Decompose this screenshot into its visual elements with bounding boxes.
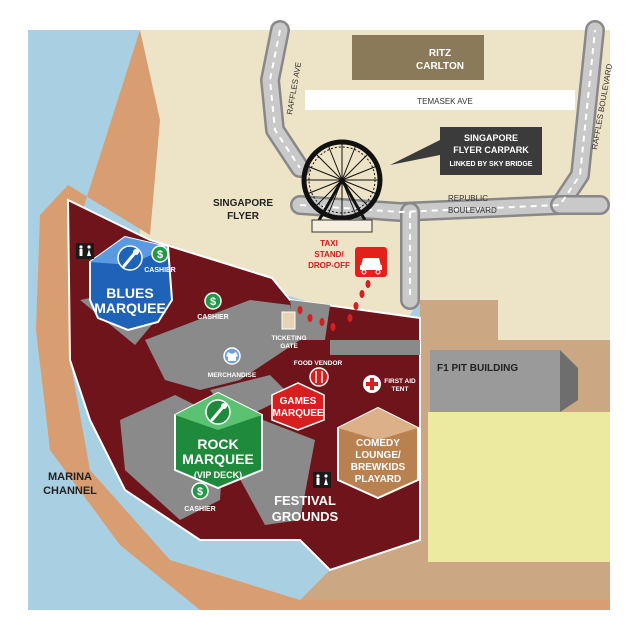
cashier-2-label: CASHIER <box>197 314 229 321</box>
carpark-pointer <box>390 140 440 165</box>
taxi-label-1: TAXI <box>320 239 338 248</box>
dollar-icon <box>151 245 169 263</box>
cashier-2: $ CASHIER <box>197 292 229 321</box>
flyer-label-1: SINGAPORE <box>213 198 273 209</box>
rock-label-2: MARQUEE <box>182 451 254 467</box>
dollar-icon <box>191 482 209 500</box>
republic-boulevard-label-2: BOULEVARD <box>448 206 497 215</box>
ritz-carlton-building <box>352 35 484 80</box>
republic-boulevard-label-1: REPUBLIC <box>448 194 488 203</box>
carpark-label-1: SINGAPORE <box>464 133 518 143</box>
carpark-label-3: LINKED BY SKY BRIDGE <box>450 161 533 168</box>
flyer-label-2: FLYER <box>227 211 260 222</box>
festival-grounds-label-2: GROUNDS <box>272 509 339 524</box>
ritz-label-2: CARLTON <box>416 61 464 72</box>
comedy-label-2: LOUNGE/ <box>355 450 401 461</box>
rock-label-3: (VIP DECK) <box>194 470 242 480</box>
food-vendor-label: FOOD VENDOR <box>294 360 343 367</box>
f1-pit-label: F1 PIT BUILDING <box>437 363 518 374</box>
first-aid-label-1: FIRST AID <box>384 378 416 385</box>
ticketing-label-2: GATE <box>280 343 298 350</box>
comedy-label-4: PLAYARD <box>355 474 402 485</box>
blues-label-2: MARQUEE <box>94 300 166 316</box>
ticketing-gate: TICKETING GATE <box>271 311 307 350</box>
dollar-icon <box>204 292 222 310</box>
cashier-1-label: CASHIER <box>144 267 176 274</box>
comedy-label-3: BREWKIDS <box>351 462 406 473</box>
marina-channel-label-2: CHANNEL <box>43 485 97 497</box>
svg-text:$: $ <box>210 296 216 308</box>
merchandise: MERCHANDISE <box>208 347 257 379</box>
taxi-label-3: DROP-OFF <box>308 261 350 270</box>
blues-marquee: BLUES MARQUEE <box>89 235 174 332</box>
temasek-ave <box>305 90 575 110</box>
green-field <box>428 412 610 562</box>
blues-label-1: BLUES <box>106 285 153 301</box>
festival-grounds-label-1: FESTIVAL <box>274 493 336 508</box>
toilet-icon <box>313 472 331 488</box>
cashier-1: $ CASHIER <box>144 245 176 274</box>
marina-channel-label-1: MARINA <box>48 471 92 483</box>
rock-marquee: ROCK MARQUEE (VIP DECK) <box>174 391 263 490</box>
temasek-ave-label: TEMASEK AVE <box>417 97 472 106</box>
footprints-icon <box>297 280 371 331</box>
games-marquee: GAMES MARQUEE <box>271 382 325 431</box>
svg-text:$: $ <box>197 486 203 498</box>
first-aid: FIRST AID TENT <box>363 375 416 393</box>
singapore-flyer-wheel <box>301 139 383 233</box>
ticketing-label-1: TICKETING <box>271 335 306 342</box>
f1-pit-building: F1 PIT BUILDING <box>430 350 578 412</box>
cashier-3-label: CASHIER <box>184 506 216 513</box>
carpark-label-2: FLYER CARPARK <box>453 145 529 155</box>
rock-label-1: ROCK <box>197 436 238 452</box>
comedy-label-1: COMEDY <box>356 438 400 449</box>
door-icon <box>281 311 296 330</box>
taxi-label-2: STAND/ <box>314 250 344 259</box>
comedy-lounge: COMEDY LOUNGE/ BREWKIDS PLAYARD <box>337 406 419 500</box>
svg-text:$: $ <box>157 249 163 261</box>
toilet-icon <box>76 243 94 259</box>
sand-notch <box>498 300 610 340</box>
cashier-3: $ CASHIER <box>184 482 216 513</box>
flyer-carpark-box <box>440 127 542 175</box>
first-aid-label-2: TENT <box>392 386 409 393</box>
merchandise-label: MERCHANDISE <box>208 372 257 379</box>
food-vendor: FOOD VENDOR <box>294 360 343 387</box>
fork-knife-icon <box>309 367 329 387</box>
ritz-label-1: RITZ <box>429 48 451 59</box>
taxi-icon <box>355 247 387 277</box>
games-label-1: GAMES <box>280 396 317 407</box>
games-label-2: MARQUEE <box>272 408 323 419</box>
